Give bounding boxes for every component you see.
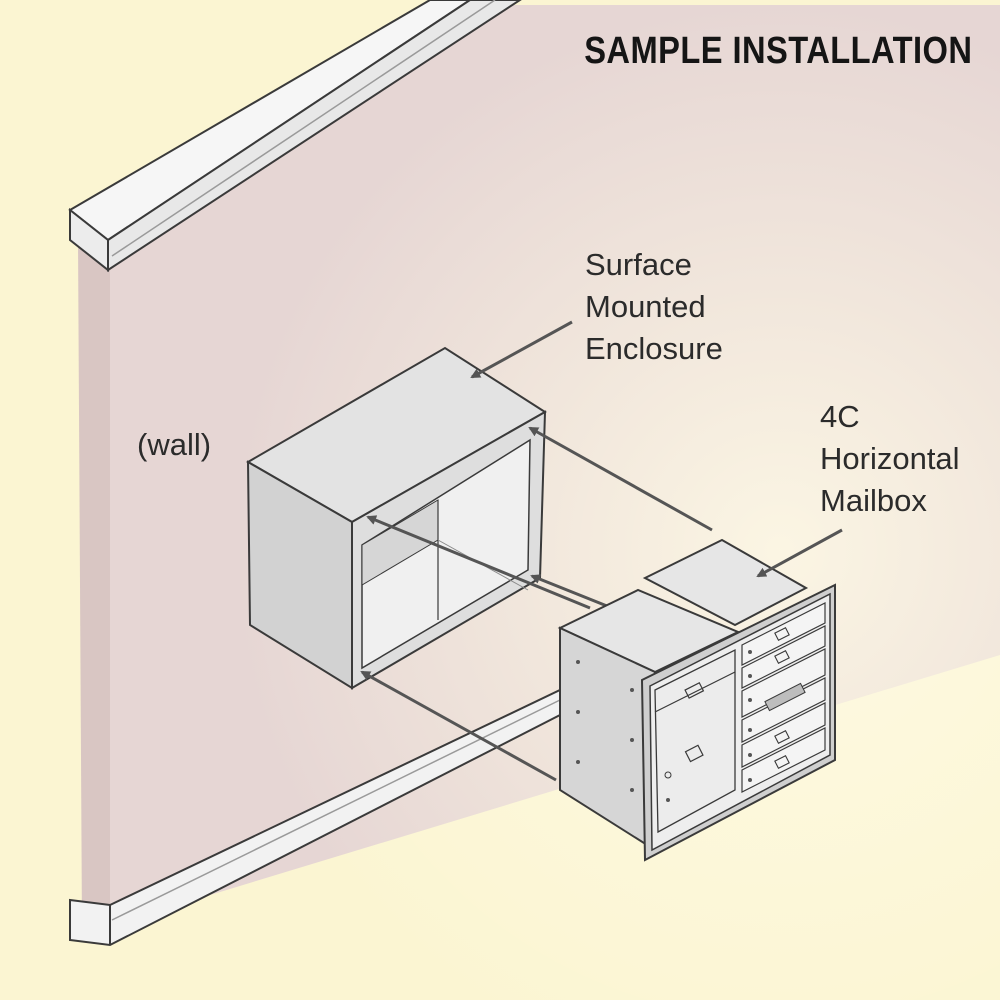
enclosure-label: Surface Mounted Enclosure [585, 247, 723, 366]
diagram-title: SAMPLE INSTALLATION [583, 30, 972, 72]
mailbox-label: 4C Horizontal Mailbox [820, 399, 960, 518]
wall-top-cap [68, 0, 522, 273]
label-pointers [470, 320, 843, 578]
4c-horizontal-mailbox [557, 538, 836, 862]
insertion-arrows [360, 426, 713, 782]
wall-label: (wall) [137, 427, 212, 462]
